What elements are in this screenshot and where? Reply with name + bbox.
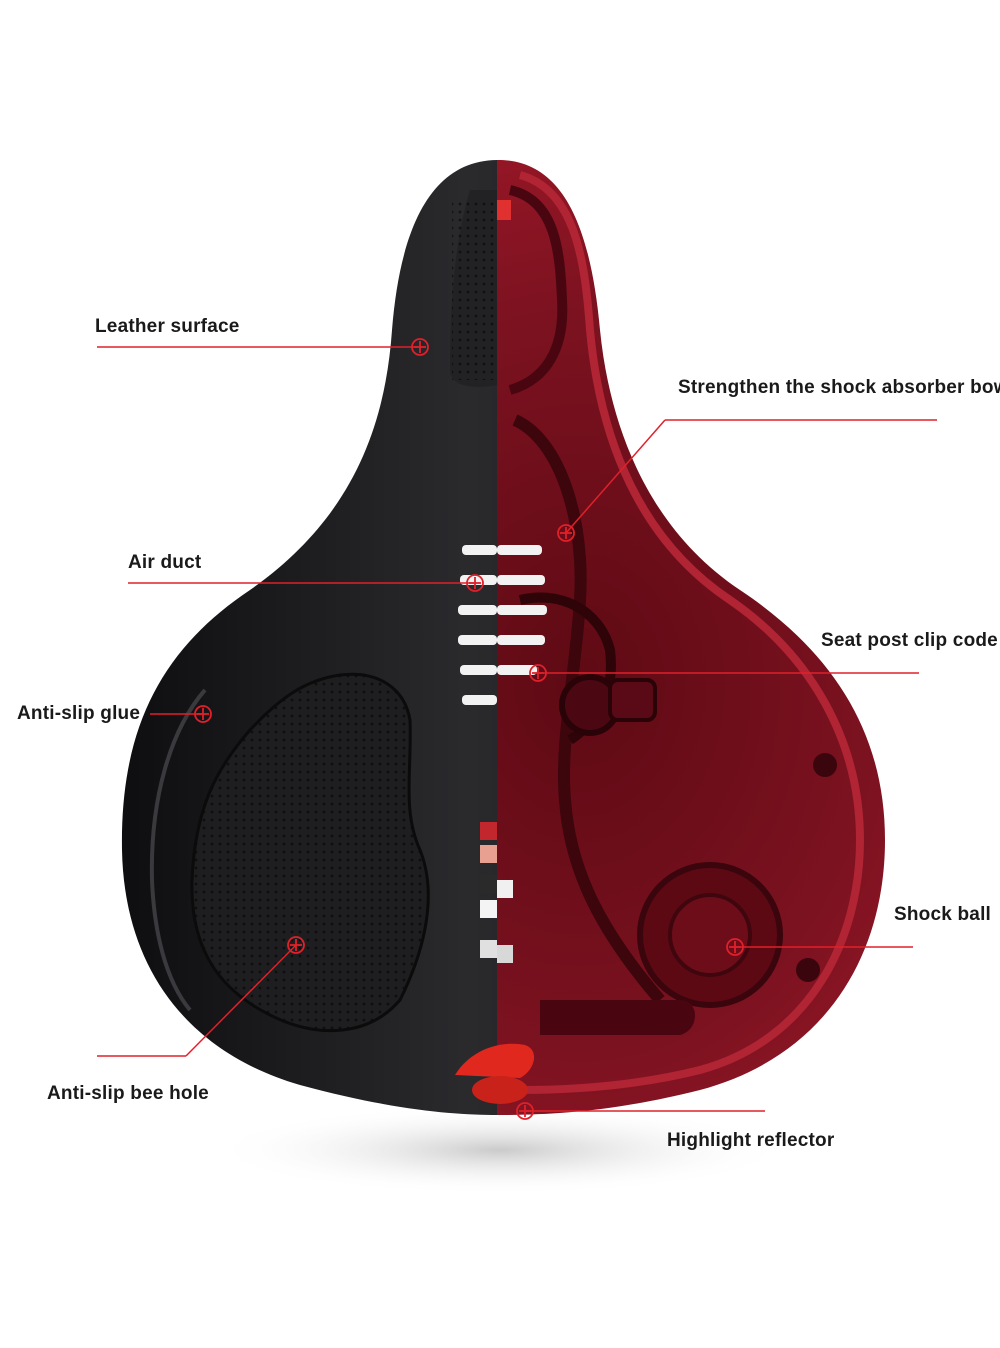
marker-leather-surface — [411, 338, 429, 356]
air-duct-slots — [497, 545, 547, 675]
marker-air-duct — [466, 574, 484, 592]
marker-shock-absorber-bow — [557, 524, 575, 542]
callout-anti-slip-bee-hole: Anti-slip bee hole — [47, 1083, 209, 1104]
reflector-logo — [472, 1076, 528, 1104]
reflector — [455, 1043, 535, 1078]
leader-lines — [97, 346, 937, 1112]
marker-anti-slip-glue — [194, 705, 212, 723]
callout-highlight-reflector: Highlight reflector — [667, 1130, 835, 1151]
marker-shock-ball — [726, 938, 744, 956]
callout-anti-slip-glue: Anti-slip glue — [17, 703, 141, 724]
callout-shock-absorber-bow: Strengthen the shock absorber bow — [678, 377, 1000, 398]
marker-seat-post-clip — [529, 664, 547, 682]
marker-highlight-reflector — [516, 1102, 534, 1120]
saddle-black-half — [121, 160, 497, 1115]
callout-leather-surface: Leather surface — [95, 316, 240, 337]
obscured-logo-right — [497, 200, 513, 963]
saddle-red-half — [497, 160, 885, 1115]
marker-anti-slip-bee-hole — [287, 936, 305, 954]
callout-seat-post-clip-code: Seat post clip code — [821, 630, 998, 651]
ground-shadow — [210, 1105, 790, 1195]
callout-air-duct: Air duct — [128, 552, 202, 573]
target-markers — [194, 338, 744, 1120]
callout-shock-ball: Shock ball — [894, 904, 992, 925]
obscured-logo-left — [480, 822, 497, 958]
